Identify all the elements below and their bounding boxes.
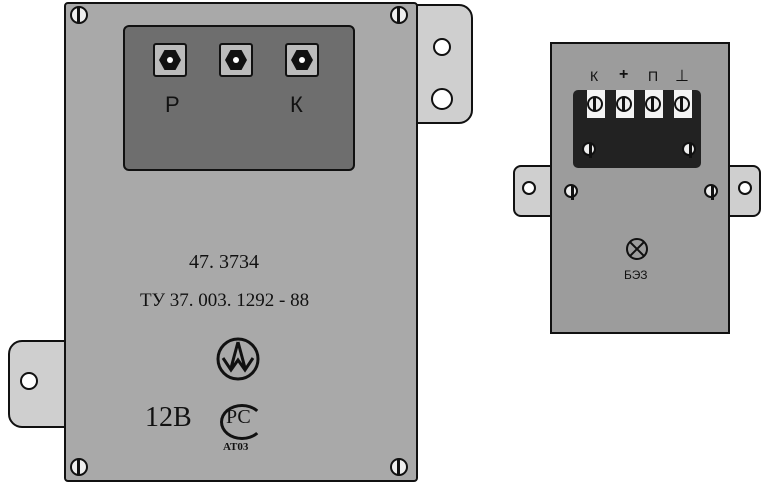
screw-icon (390, 458, 408, 476)
terminal-middle (219, 43, 253, 77)
terminal-label-ground: ⊥ (675, 68, 689, 85)
terminal-label-plus: + (619, 66, 629, 83)
lamp-icon (626, 238, 648, 260)
model-number: 47. 3734 (189, 251, 259, 273)
screw-icon (682, 142, 696, 158)
terminal-label-p: П (648, 68, 659, 84)
screw-icon (70, 6, 88, 24)
unit-name: БЭЗ (624, 268, 648, 282)
terminal-label-k: К (290, 92, 303, 117)
mount-hole (433, 38, 451, 56)
voltage-label: 12В (145, 402, 192, 433)
terminal-plus (616, 90, 634, 118)
mount-hole (20, 372, 38, 390)
screw-icon (582, 142, 596, 158)
mount-hole (522, 181, 536, 195)
spec-number: ТУ 37. 003. 1292 - 88 (140, 290, 310, 311)
certification-mark-icon (220, 404, 264, 440)
certification-code: АТ03 (223, 441, 249, 453)
certification-mark: РС (226, 406, 251, 428)
screw-icon (564, 184, 578, 200)
mount-hole (431, 88, 453, 110)
terminal-k (587, 90, 605, 118)
screw-icon (390, 6, 408, 24)
terminal-ground (674, 90, 692, 118)
terminal-label-p: Р (165, 92, 180, 117)
manufacturer-logo-icon (216, 337, 260, 381)
terminal-k (285, 43, 319, 77)
screw-icon (70, 458, 88, 476)
screw-icon (704, 184, 718, 200)
mount-hole (738, 181, 752, 195)
terminal-p (645, 90, 663, 118)
terminal-label-k: К (590, 68, 599, 84)
terminal-p (153, 43, 187, 77)
